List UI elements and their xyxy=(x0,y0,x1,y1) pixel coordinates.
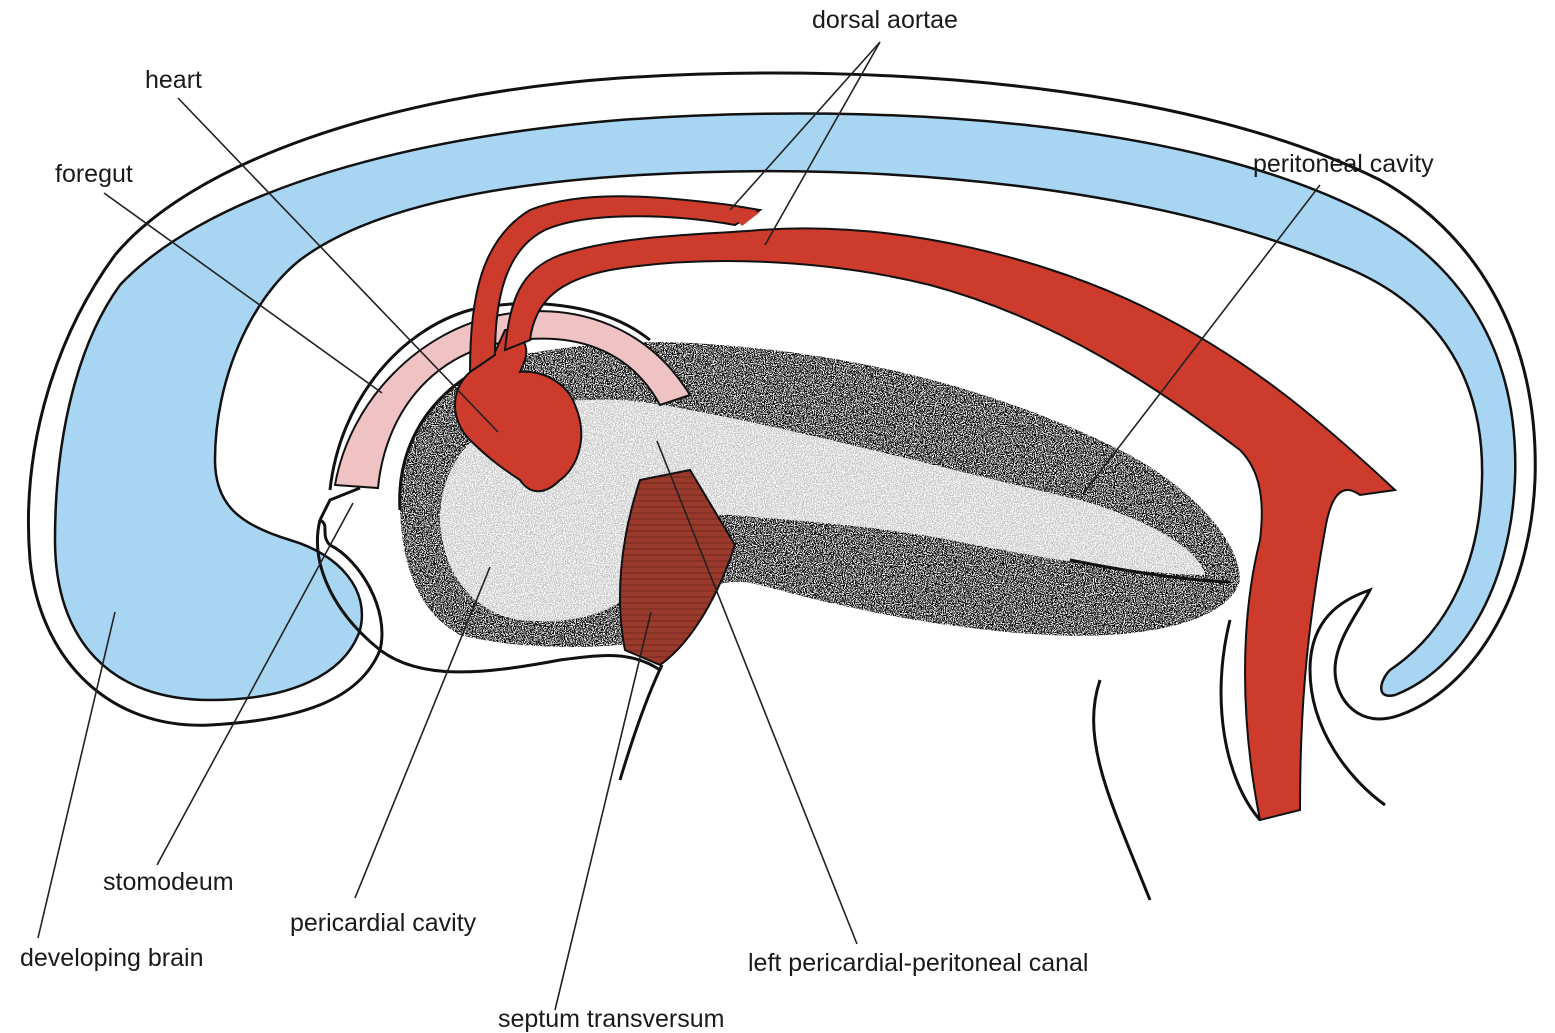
label-peritoneal-cavity: peritoneal cavity xyxy=(1253,152,1434,177)
label-heart: heart xyxy=(145,68,202,93)
label-stomodeum: stomodeum xyxy=(103,870,234,895)
label-pericardial-cavity: pericardial cavity xyxy=(290,911,476,936)
label-developing-brain: developing brain xyxy=(20,946,203,971)
label-foregut: foregut xyxy=(55,162,133,187)
label-septum-transversum: septum transversum xyxy=(498,1007,724,1032)
leader-septum-transversum xyxy=(555,612,651,1010)
leader-pericardial-cavity xyxy=(355,567,490,898)
label-dorsal-aortae: dorsal aortae xyxy=(812,8,958,33)
lower-body-outline xyxy=(1094,680,1150,900)
label-left-canal: left pericardial-peritoneal canal xyxy=(748,951,1088,976)
